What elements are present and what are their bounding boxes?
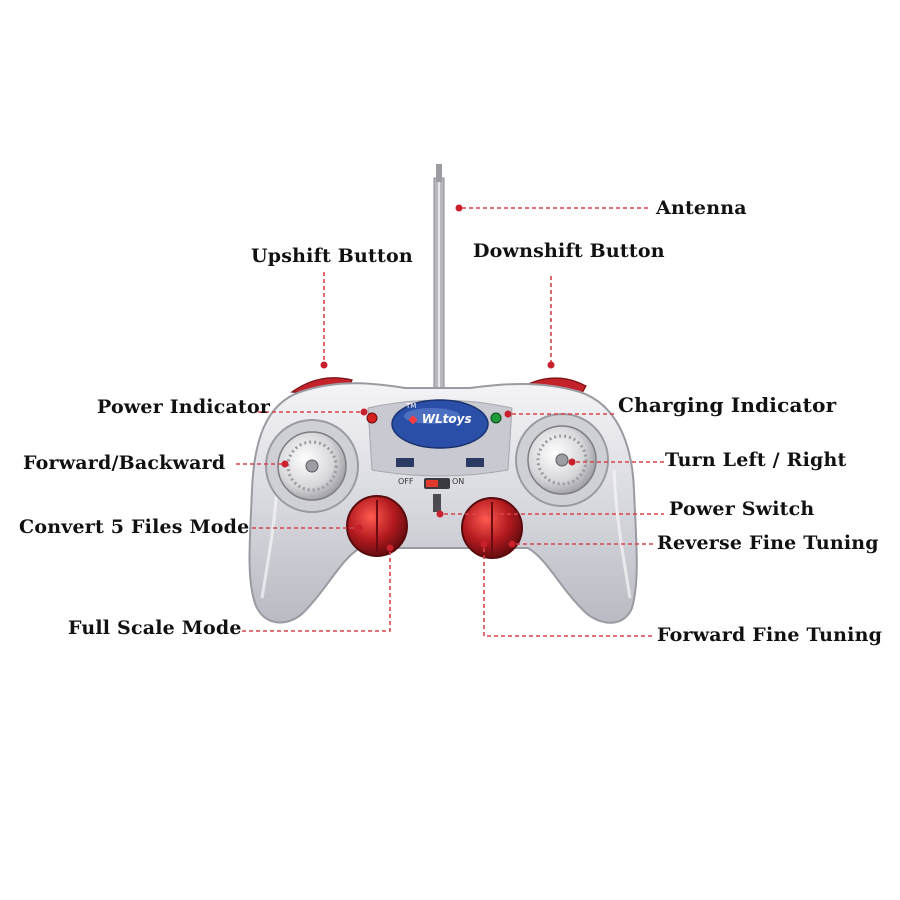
right-joystick[interactable] <box>515 413 609 507</box>
callout-power-switch: Power Switch <box>669 498 815 520</box>
callout-power-indicator: Power Indicator <box>97 396 271 418</box>
charging-indicator-led <box>490 412 502 424</box>
callout-full-scale-mode: Full Scale Mode <box>68 617 242 639</box>
switch-off-text: OFF <box>398 477 414 486</box>
callout-convert-5-files-mode: Convert 5 Files Mode <box>19 516 250 538</box>
callout-forward-fine-tuning: Forward Fine Tuning <box>657 624 883 646</box>
power-switch[interactable] <box>424 478 450 512</box>
center-panel <box>367 399 513 477</box>
logo-mark-icon: ◆ <box>408 412 418 426</box>
left-joystick[interactable] <box>265 419 359 513</box>
switch-on-text: ON <box>452 477 465 486</box>
callout-forward-backward: Forward/Backward <box>23 452 226 474</box>
leader-lines <box>236 204 664 637</box>
callout-charging-indicator: Charging Indicator <box>618 393 837 417</box>
logo-text: WLtoys <box>421 412 472 426</box>
antenna <box>433 164 445 389</box>
callout-upshift-button: Upshift Button <box>251 245 413 267</box>
trademark-mark: TM <box>406 402 417 410</box>
power-indicator-led <box>366 412 378 424</box>
callout-turn-left-right: Turn Left / Right <box>665 449 847 471</box>
callout-downshift-button: Downshift Button <box>473 240 665 262</box>
brand-logo: ◆ WLtoys <box>400 412 480 426</box>
callout-antenna: Antenna <box>656 197 747 219</box>
mode-buttons-left[interactable] <box>346 495 408 557</box>
fine-tuning-buttons-right[interactable] <box>461 497 523 559</box>
callout-reverse-fine-tuning: Reverse Fine Tuning <box>657 532 879 554</box>
